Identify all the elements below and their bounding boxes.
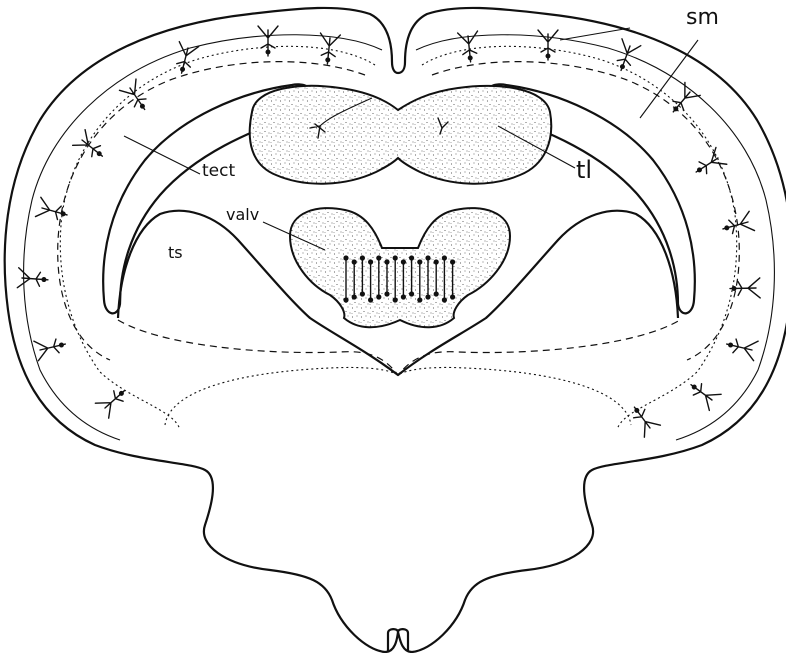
neuron-soma bbox=[696, 166, 703, 173]
torus-longitudinalis bbox=[250, 86, 552, 184]
granule-cell-top bbox=[343, 255, 348, 260]
neuron-dendrites bbox=[691, 147, 727, 180]
neuron-soma bbox=[724, 225, 730, 231]
granule-cell-bottom bbox=[401, 294, 406, 299]
neuron-dendrites bbox=[685, 377, 721, 411]
granule-cell-bottom bbox=[434, 291, 439, 296]
neuron-dendrites bbox=[720, 211, 754, 238]
neuron-dendrites bbox=[626, 401, 660, 437]
neuron-soma bbox=[41, 277, 46, 282]
neuron-soma bbox=[546, 54, 551, 59]
label-tl: tl bbox=[576, 156, 592, 184]
granule-cell-top bbox=[450, 259, 455, 264]
granule-cell-top bbox=[401, 259, 406, 264]
tectal-neuron bbox=[538, 30, 558, 60]
tectal-neurons bbox=[17, 26, 760, 437]
tectal-neuron bbox=[119, 79, 152, 115]
label-ts: ts bbox=[168, 243, 183, 262]
tectal-neuron bbox=[317, 33, 340, 65]
granule-cell-top bbox=[417, 259, 422, 264]
granule-cell-bottom bbox=[425, 294, 430, 299]
neuron-soma bbox=[325, 57, 330, 62]
tectal-neuron bbox=[720, 211, 754, 238]
tectal-neuron bbox=[724, 334, 758, 360]
outer-outline bbox=[5, 8, 786, 652]
neuron-dendrites bbox=[34, 334, 68, 360]
neuron-soma bbox=[266, 50, 271, 55]
granule-cell-top bbox=[425, 255, 430, 260]
tectal-neuron bbox=[34, 334, 68, 360]
granule-cell-bottom bbox=[384, 291, 389, 296]
leader-sm-2 bbox=[640, 40, 698, 118]
granule-cell-bottom bbox=[409, 291, 414, 296]
tectal-neuron bbox=[73, 130, 109, 164]
neuron-soma bbox=[728, 342, 734, 348]
leader-sm bbox=[560, 28, 630, 40]
neuron-soma bbox=[180, 66, 186, 72]
granule-cell-bottom bbox=[376, 294, 381, 299]
neuron-dendrites bbox=[724, 334, 758, 360]
granule-cell-bottom bbox=[360, 291, 365, 296]
granule-cell-top bbox=[368, 259, 373, 264]
granule-cell-bottom bbox=[417, 297, 422, 302]
ventral-dotted-line bbox=[165, 367, 631, 425]
granule-cell-top bbox=[442, 255, 447, 260]
tectal-neuron bbox=[626, 401, 660, 437]
neuron-soma bbox=[58, 342, 64, 348]
granule-cell-top bbox=[409, 255, 414, 260]
granule-cell-top bbox=[360, 255, 365, 260]
ventral-dashed-line bbox=[118, 320, 680, 375]
label-sm: sm bbox=[686, 5, 719, 30]
tectal-neuron bbox=[691, 147, 727, 180]
neuron-dendrites bbox=[119, 79, 152, 115]
label-valv: valv bbox=[226, 205, 259, 224]
neuron-dendrites bbox=[73, 130, 109, 164]
granule-cell-bottom bbox=[343, 297, 348, 302]
tectal-neuron bbox=[95, 383, 131, 418]
neuron-dendrites bbox=[95, 383, 131, 418]
granule-cell-bottom bbox=[368, 297, 373, 302]
granule-cell-bottom bbox=[450, 294, 455, 299]
granule-cell-top bbox=[434, 259, 439, 264]
valvula-cerebelli bbox=[290, 208, 510, 327]
tectal-neuron bbox=[258, 26, 278, 56]
neuron-soma bbox=[619, 63, 625, 69]
granule-cell-top bbox=[393, 255, 398, 260]
granule-cell-top bbox=[384, 259, 389, 264]
granule-cell-bottom bbox=[442, 297, 447, 302]
granule-cell-top bbox=[376, 255, 381, 260]
neuron-dendrites bbox=[612, 39, 641, 74]
granule-cell-bottom bbox=[393, 297, 398, 302]
tectal-neuron bbox=[17, 268, 48, 290]
tectal-neuron bbox=[685, 377, 721, 411]
tectal-neuron bbox=[666, 82, 701, 118]
neuron-soma bbox=[467, 55, 472, 60]
neuron-dendrites bbox=[666, 82, 701, 118]
granule-cell-bottom bbox=[352, 294, 357, 299]
label-tect: tect bbox=[202, 161, 235, 181]
tectal-neuron bbox=[612, 39, 641, 74]
granule-cell-top bbox=[352, 259, 357, 264]
